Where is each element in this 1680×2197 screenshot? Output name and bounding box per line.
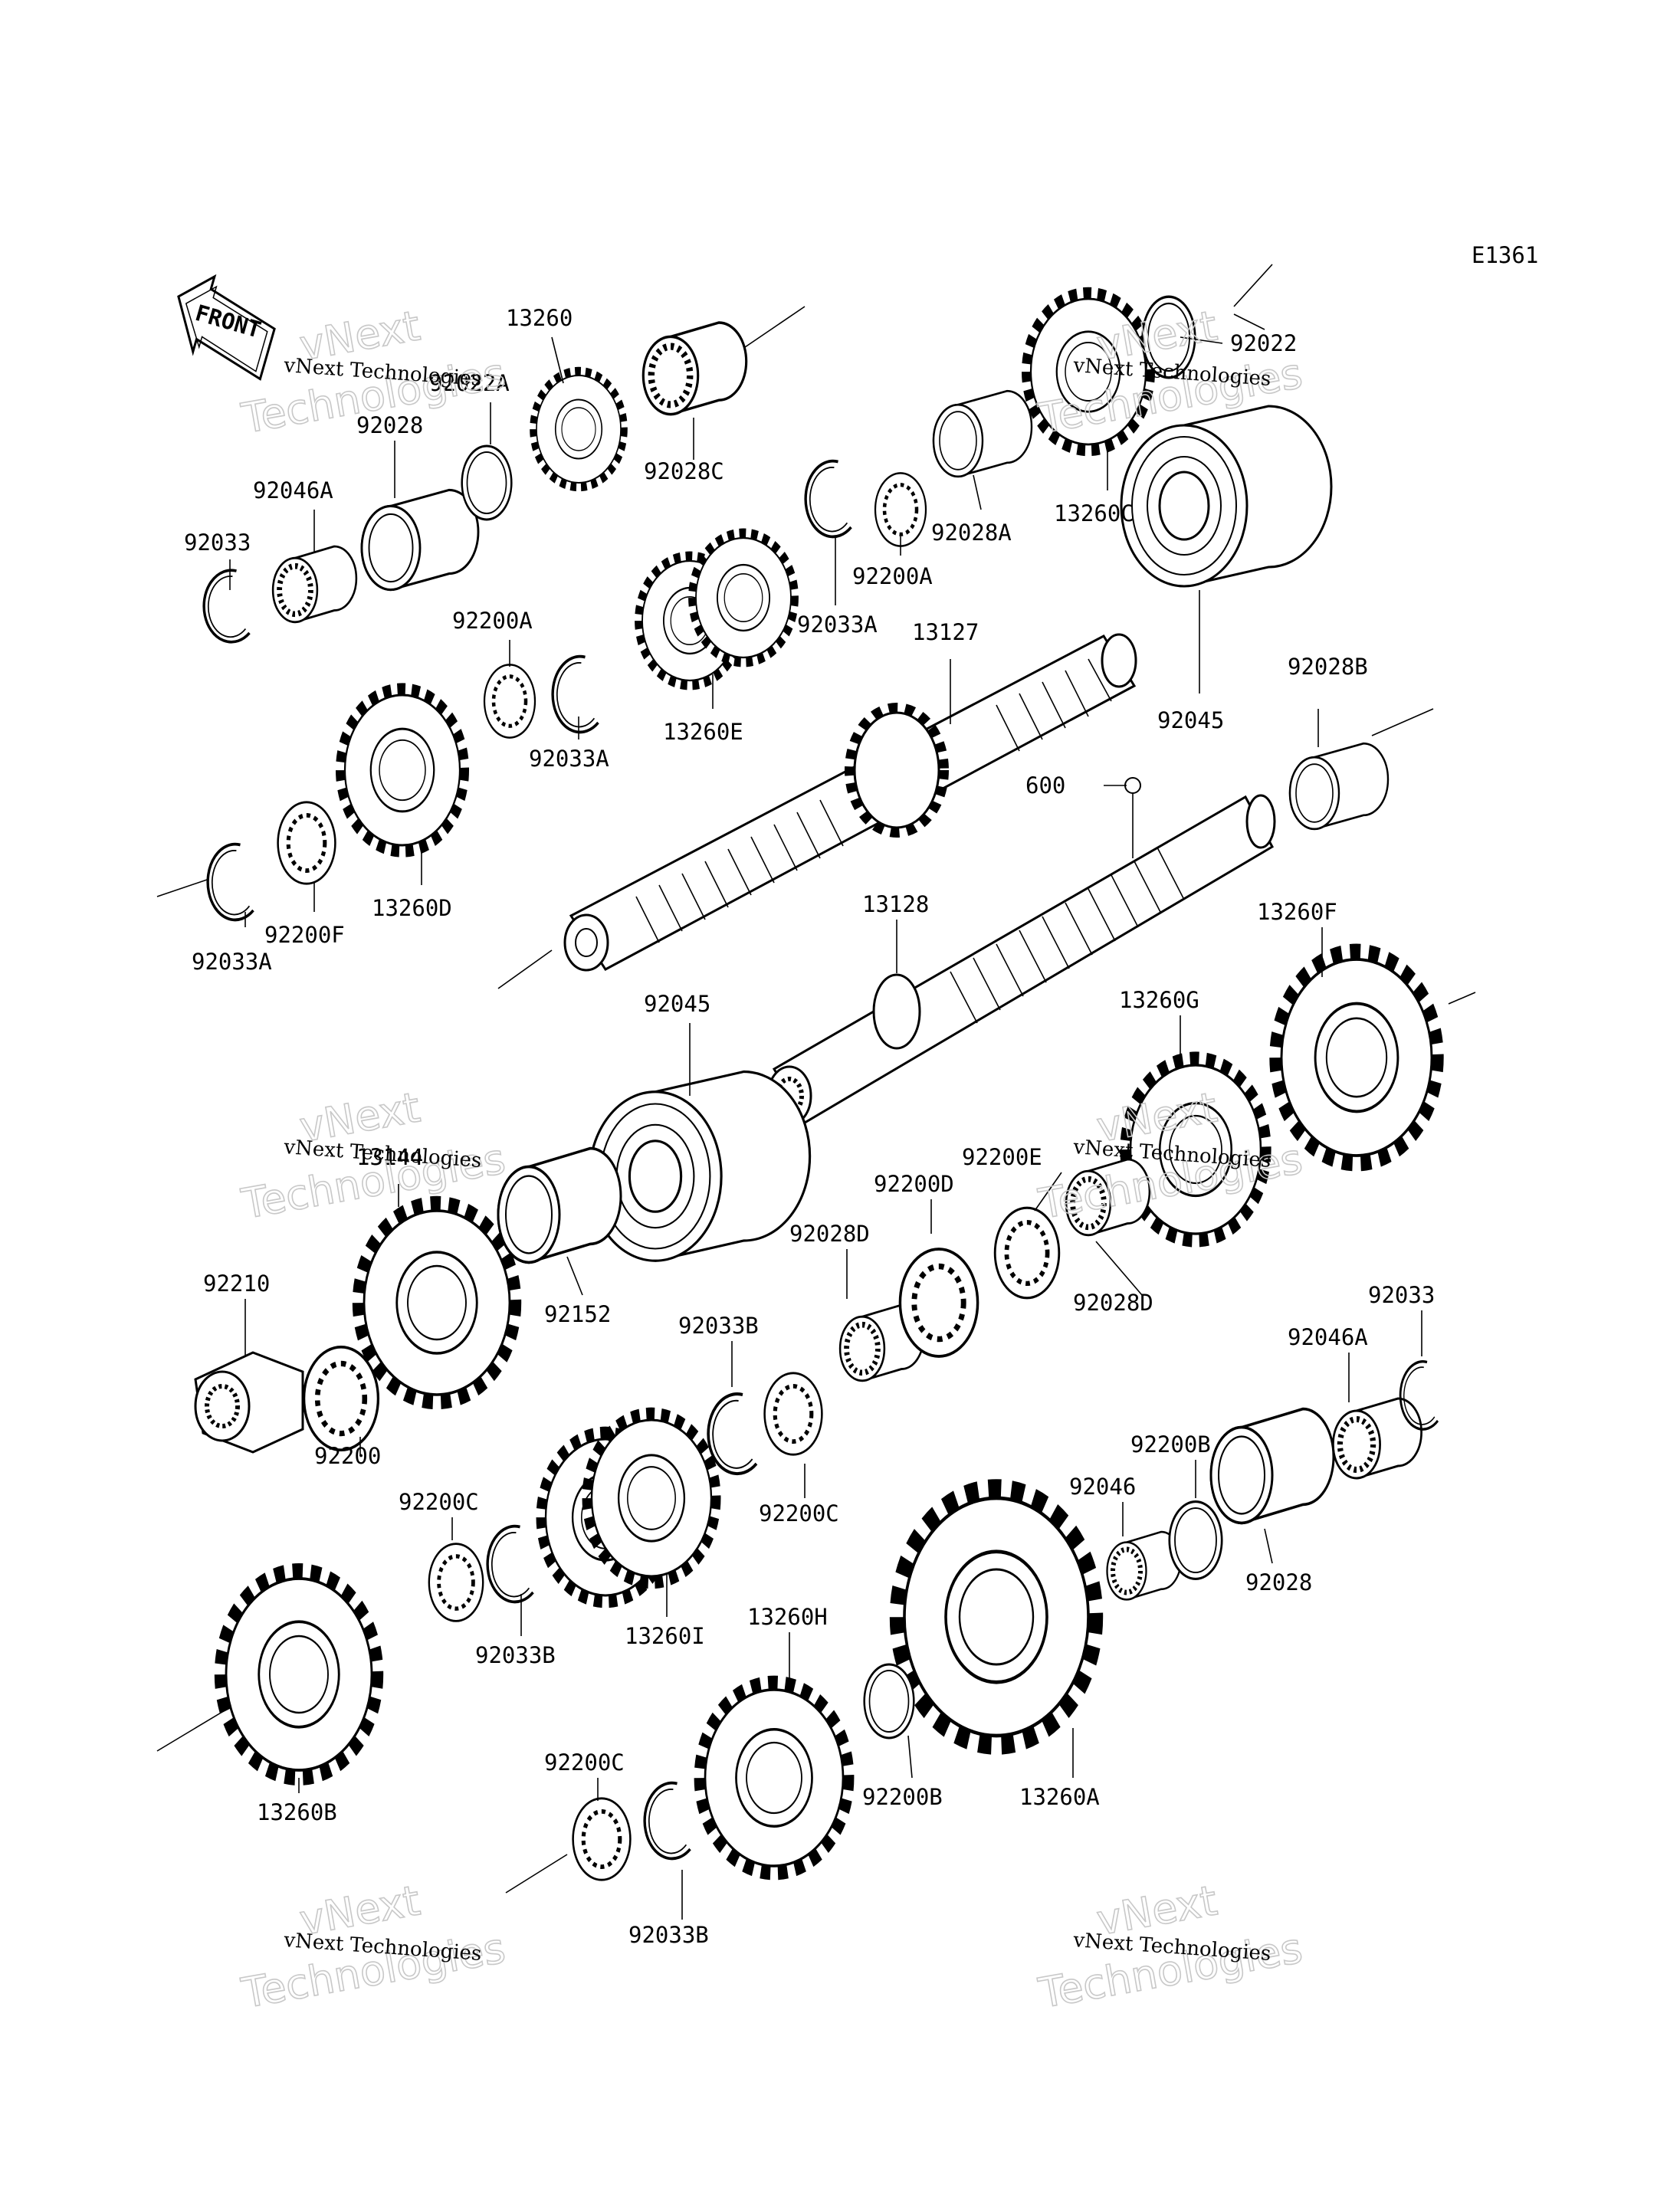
circlip-92033B-top-icon	[707, 1392, 758, 1476]
label-92022: 92022	[1230, 330, 1297, 356]
label-92045-top: 92045	[1157, 707, 1224, 733]
gear-13260B-icon	[220, 1571, 377, 1778]
label-92200B-bot: 92200B	[862, 1784, 943, 1810]
label-92200E: 92200E	[962, 1144, 1042, 1170]
label-92033B-mid: 92033B	[475, 1642, 556, 1668]
label-92022A: 92022A	[429, 370, 510, 396]
label-92028-top: 92028	[356, 412, 423, 438]
label-92200C-mid: 92200C	[759, 1500, 839, 1526]
label-92033A-mid: 92033A	[797, 612, 878, 638]
gear-13260E-b-icon	[692, 533, 795, 662]
front-arrow-icon: FRONT	[177, 274, 276, 381]
label-92152: 92152	[544, 1301, 611, 1327]
label-92200A-top: 92200A	[852, 563, 933, 589]
label-13260: 13260	[506, 305, 573, 331]
bushing-92028-right-icon	[1209, 1407, 1335, 1525]
label-13128: 13128	[862, 891, 929, 917]
label-92033A-bot: 92033A	[192, 949, 272, 975]
label-92033A-left: 92033A	[529, 746, 609, 772]
label-13260F: 13260F	[1257, 899, 1337, 925]
gear-13260F-icon	[1275, 952, 1438, 1163]
circlip-92033B-bot-icon	[643, 1781, 692, 1861]
washer-92200A-top-icon	[875, 473, 926, 546]
label-13260G: 13260G	[1119, 987, 1199, 1013]
washer-92200B-bot-icon	[863, 1663, 915, 1740]
label-13260B: 13260B	[257, 1799, 337, 1825]
label-92210: 92210	[203, 1271, 270, 1297]
nut-92210-icon	[194, 1351, 304, 1454]
label-92028A: 92028A	[931, 520, 1012, 546]
needle-bearing-92028C-icon	[643, 323, 746, 415]
label-92033B-top: 92033B	[678, 1313, 759, 1339]
label-92200F: 92200F	[264, 922, 345, 948]
shaft-13127	[563, 633, 1137, 972]
label-13260A: 13260A	[1019, 1784, 1100, 1810]
label-92033-top: 92033	[184, 530, 251, 556]
label-92200D: 92200D	[874, 1171, 954, 1197]
bushing-92028B-icon	[1288, 742, 1390, 831]
gear-13260-icon	[533, 371, 625, 487]
label-13144: 13144	[356, 1144, 423, 1170]
leader-lines	[229, 336, 1422, 1920]
washer-92200B-top-icon	[1168, 1500, 1223, 1580]
needle-bearing-92046A-top-icon	[273, 546, 356, 622]
washer-92200C-top-icon	[429, 1544, 483, 1622]
watermark-bottom-right: vNext Technologies vNext Technologies	[1035, 1876, 1307, 2018]
label-92200C-top: 92200C	[399, 1489, 479, 1515]
washer-92200-icon	[304, 1347, 379, 1450]
washer-92200F-icon	[278, 802, 336, 884]
ball-bearing-92045-mid-icon	[588, 1070, 812, 1262]
label-92046A-right: 92046A	[1288, 1324, 1368, 1350]
circlip-92033-top-icon	[202, 569, 251, 644]
bushing-92028-top-icon	[360, 488, 480, 592]
label-13260I: 13260I	[625, 1623, 705, 1649]
label-92033B-bot: 92033B	[628, 1922, 709, 1948]
label-92045-mid: 92045	[644, 991, 710, 1017]
label-13260D: 13260D	[372, 895, 452, 921]
gear-13260D-icon	[340, 689, 464, 851]
circlip-92033A-mid-icon	[804, 459, 853, 539]
circlip-92033B-mid-icon	[486, 1524, 535, 1604]
washer-92200C-mid-icon	[765, 1373, 822, 1454]
label-92028D-right: 92028D	[1073, 1290, 1153, 1316]
label-13260C: 13260C	[1054, 500, 1134, 526]
needle-bearing-92046A-right-icon	[1333, 1399, 1421, 1478]
gear-13260A-icon	[897, 1489, 1095, 1746]
ball-bearing-92045-top-icon	[1120, 405, 1333, 588]
label-92200C-bot: 92200C	[544, 1749, 625, 1776]
washer-92200D-icon	[900, 1249, 977, 1356]
bushing-92152-icon	[497, 1146, 622, 1264]
label-92028C: 92028C	[644, 458, 724, 484]
label-600: 600	[1025, 772, 1065, 798]
label-92046A-top: 92046A	[253, 477, 333, 503]
label-92028B: 92028B	[1288, 654, 1368, 680]
label-92200: 92200	[314, 1443, 381, 1469]
washer-92200A-left-icon	[484, 664, 535, 737]
washer-92022A-icon	[461, 444, 513, 521]
label-13260E: 13260E	[663, 719, 743, 745]
label-92028D-top: 92028D	[789, 1221, 870, 1247]
label-92046: 92046	[1069, 1474, 1136, 1500]
circlip-92033A-bot-icon	[206, 842, 255, 922]
gear-13260H-icon	[700, 1683, 848, 1873]
watermark-bottom-left: vNext Technologies vNext Technologies	[238, 1876, 510, 2018]
diagram-code: E1361	[1472, 242, 1538, 268]
bullet-600-icon	[1124, 777, 1141, 794]
label-92033-right: 92033	[1368, 1282, 1435, 1308]
washer-92200C-bot-icon	[573, 1799, 631, 1880]
label-92200B-top: 92200B	[1130, 1431, 1211, 1458]
label-92028-right: 92028	[1245, 1569, 1312, 1595]
label-92200A-left: 92200A	[452, 608, 533, 634]
part-labels: 92022 13260 92022A 92028 92046A 92033 92…	[184, 305, 1435, 1948]
bushing-92028A-icon	[932, 389, 1033, 478]
sprocket-13144-icon	[358, 1203, 515, 1402]
label-13127: 13127	[912, 619, 979, 645]
circlip-92033A-left-icon	[551, 654, 600, 734]
label-13260H: 13260H	[747, 1604, 828, 1630]
